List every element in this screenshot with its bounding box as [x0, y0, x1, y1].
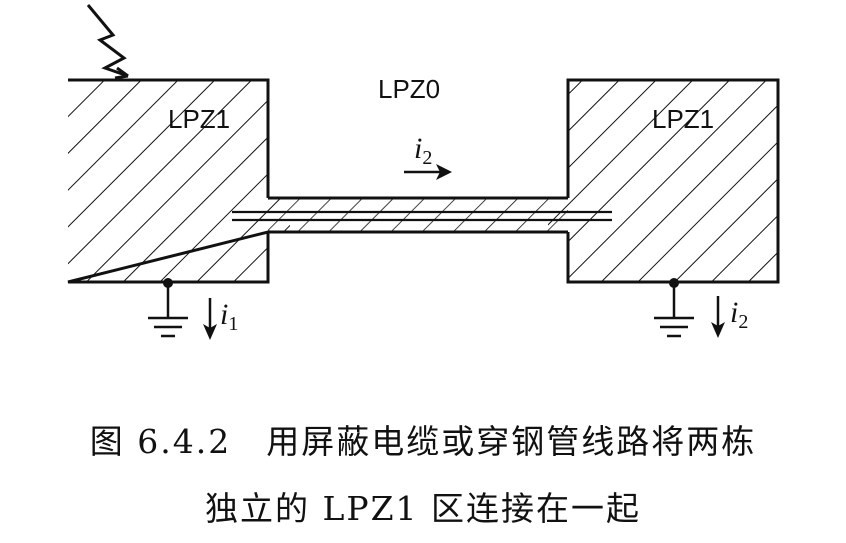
ground-symbol-icon — [148, 278, 188, 338]
lightning-bolt-icon — [86, 4, 129, 78]
current-label-cable: i2 — [414, 132, 432, 169]
current-label-left-ground: i1 — [220, 298, 238, 335]
figure-caption-line-2: 独立的 LPZ1 区连接在一起 — [204, 489, 642, 528]
label-lpz1-left: LPZ1 — [168, 104, 230, 134]
down-arrow-icon — [203, 298, 217, 340]
right-arrow-icon — [404, 164, 452, 180]
down-arrow-icon — [711, 296, 725, 338]
current-label-right-ground: i2 — [730, 296, 748, 333]
ground-symbol-icon — [654, 278, 694, 338]
shielded-cable — [232, 196, 612, 234]
figure-caption-line-1: 图 6.4.2 用屏蔽电缆或穿钢管线路将两栋 — [89, 422, 757, 461]
lpz-diagram: LPZ0 LPZ1 LPZ1 i2 i1 i2 — [67, 4, 780, 340]
label-lpz0: LPZ0 — [378, 74, 440, 104]
label-lpz1-right: LPZ1 — [652, 104, 714, 134]
right-building — [548, 78, 780, 284]
